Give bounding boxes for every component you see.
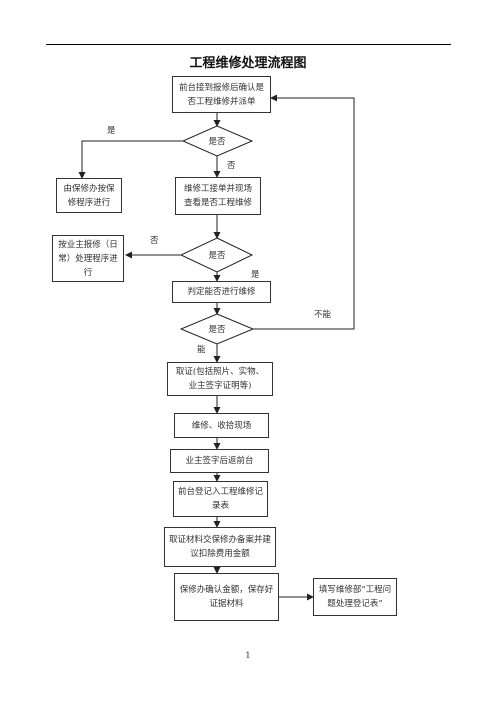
edge-label-d1-yes: 是 [107, 126, 116, 136]
node-owner-sign: 业主签字后返前台 [170, 449, 269, 473]
edge-label-d1-no: 否 [227, 161, 236, 171]
page-number: 1 [245, 651, 251, 661]
node-front-desk-log: 前台登记入工程维修记录表 [173, 481, 268, 517]
header-rule [46, 44, 451, 45]
node-technician-inspect: 维修工接单并现场查看是否工程维修 [175, 177, 261, 215]
node-daily-repair: 按业主报修（日常）处理程序进行 [52, 235, 124, 282]
node-evidence: 取证(包括照片、实物、业主签字证明等) [167, 362, 273, 396]
edge-d1-left1 [78, 140, 183, 179]
node-warranty-office: 由保修办按保修程序进行 [56, 178, 122, 213]
decision-label-1: 是否 [208, 137, 226, 147]
edge-label-d2-yes: 是 [251, 270, 260, 280]
decision-diamond-1 [181, 125, 254, 157]
node-confirm-amount: 保修办确认金额，保存好证据材料 [174, 573, 279, 621]
edge-label-d2-no: 否 [150, 236, 159, 246]
decision-diamond-3 [179, 313, 255, 345]
node-judge-repair: 判定能否进行维修 [172, 281, 271, 303]
node-submit-materials: 取证材料交保修办备案并建议扣除费用金额 [164, 527, 276, 567]
decision-diamond-2 [179, 237, 254, 273]
decision-label-2: 是否 [208, 251, 226, 261]
node-register-form: 填写维修部“工程问题处理登记表” [313, 578, 397, 616]
node-repair-clean: 维修、收拾现场 [174, 413, 269, 438]
edge-d3-loop [253, 94, 355, 330]
edge-label-d3-can: 能 [197, 345, 206, 355]
node-dispatch: 前台接到报修后确认是否工程维修并派单 [172, 76, 271, 113]
edge-label-d3-cannot: 不能 [314, 310, 332, 320]
decision-label-3: 是否 [208, 325, 226, 335]
page-title: 工程维修处理流程图 [189, 56, 307, 71]
